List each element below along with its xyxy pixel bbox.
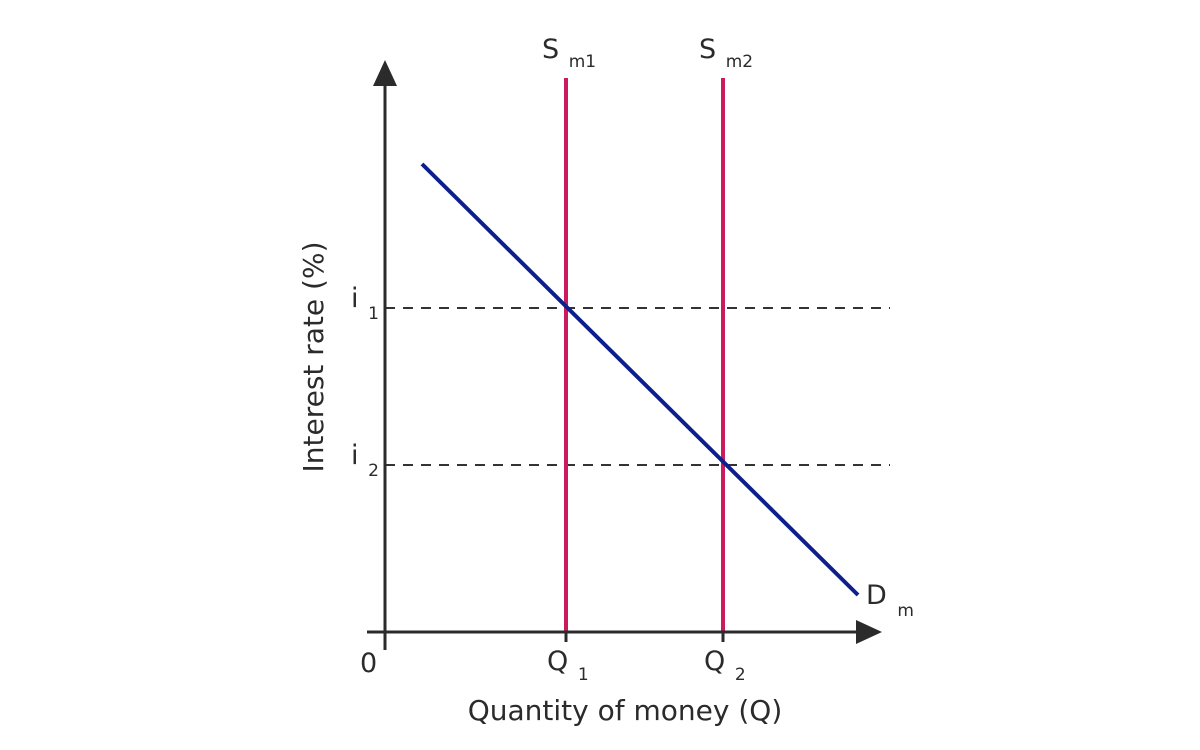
- sm1-label: S m1: [542, 34, 596, 72]
- i2-label: i 2: [351, 440, 379, 481]
- origin-label: 0: [360, 648, 377, 679]
- q2-label: Q 2: [704, 646, 746, 685]
- y-axis-title: Interest rate (%): [297, 241, 330, 472]
- sm2-label: S m2: [699, 34, 753, 72]
- q1-label: Q 1: [547, 646, 589, 685]
- i1-label: i 1: [351, 283, 379, 324]
- x-axis: [367, 620, 882, 644]
- demand-curve-dm: [420, 162, 860, 597]
- x-axis-title: Quantity of money (Q): [468, 694, 783, 727]
- dm-label: D m: [866, 580, 914, 621]
- y-axis: [373, 60, 397, 650]
